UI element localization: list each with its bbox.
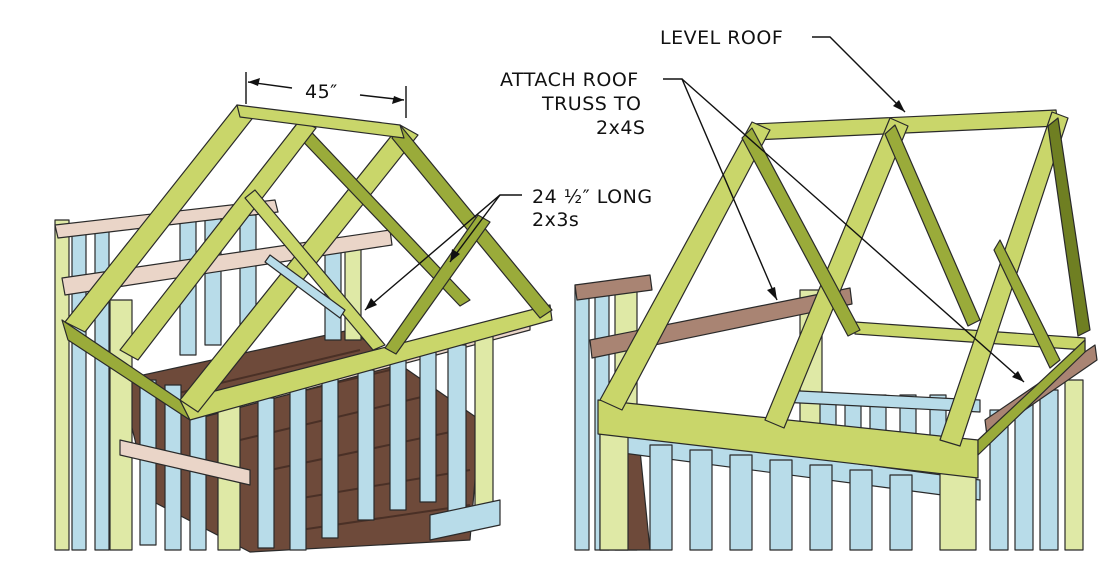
left-rafters — [64, 104, 553, 413]
left-view: 45″ 24 ½″ LONG 2x3s — [54, 72, 653, 553]
attach-label-line2: TRUSS TO — [541, 93, 641, 115]
left-braces — [244, 189, 491, 355]
right-truss-base-right — [977, 339, 1086, 456]
level-roof-callout: LEVEL ROOF — [660, 27, 906, 113]
width-dim-label: 45″ — [305, 81, 338, 103]
brace-label-line2: 2x3s — [532, 209, 579, 231]
width-dimension: 45″ — [245, 72, 407, 118]
right-front-wall — [599, 379, 1084, 551]
brace-callout: 24 ½″ LONG 2x3s — [364, 186, 653, 311]
right-truss-base-front — [597, 399, 979, 479]
left-side-wall — [109, 299, 251, 551]
attach-label-line3: 2x4S — [596, 117, 645, 139]
left-truss-base-right — [179, 304, 553, 421]
right-view: LEVEL ROOF ATTACH ROOF TRUSS TO 2x4S — [500, 27, 1098, 551]
attach-label-line1: ATTACH ROOF — [500, 69, 639, 91]
brace-label-line1: 24 ½″ LONG — [532, 186, 653, 208]
right-rafters — [599, 111, 1091, 447]
level-roof-label: LEVEL ROOF — [660, 27, 783, 49]
attach-roof-callout: ATTACH ROOF TRUSS TO 2x4S — [500, 69, 1025, 383]
